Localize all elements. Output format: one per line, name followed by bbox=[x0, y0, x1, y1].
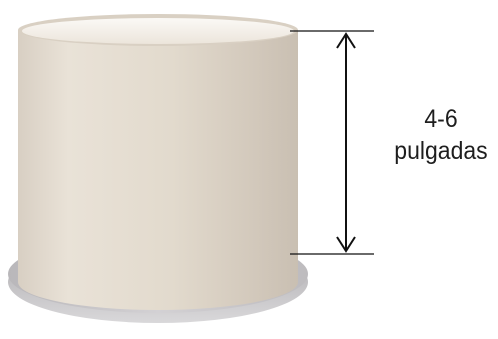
measurement-label: 4-6 pulgadas bbox=[386, 103, 496, 167]
arrowhead-bottom bbox=[336, 236, 356, 253]
measurement-value: 4-6 bbox=[424, 105, 458, 133]
cylinder-opening bbox=[22, 18, 294, 44]
cylinder bbox=[18, 14, 298, 310]
height-dimension bbox=[290, 30, 374, 255]
arrowhead-top bbox=[336, 32, 356, 49]
measurement-unit: pulgadas bbox=[394, 137, 488, 165]
cylinder-body bbox=[18, 30, 298, 310]
